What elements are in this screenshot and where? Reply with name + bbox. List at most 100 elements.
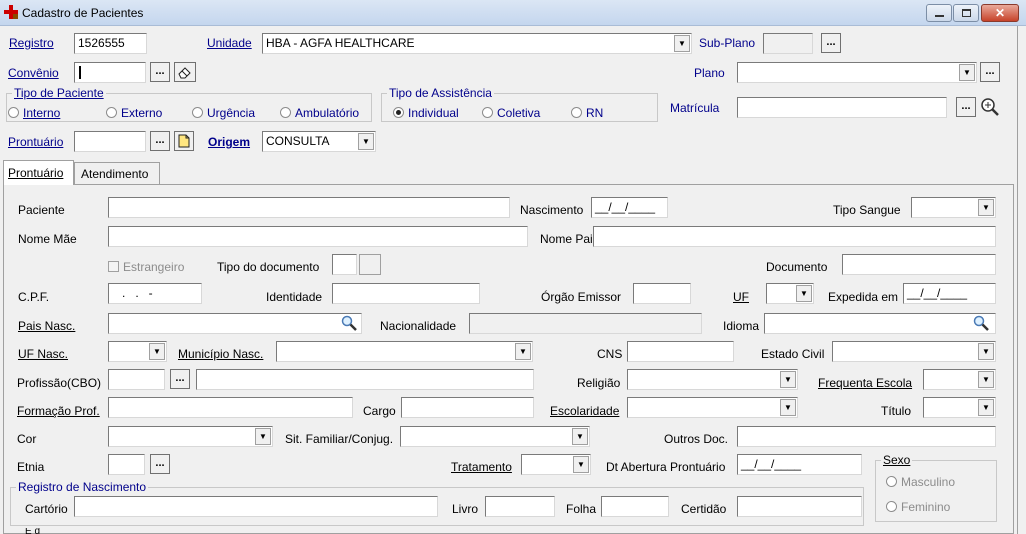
- radio-urgencia[interactable]: Urgência: [192, 106, 255, 120]
- plano-select[interactable]: ▼: [737, 62, 977, 83]
- nome-mae-field[interactable]: [108, 226, 528, 247]
- radio-ambulatorio[interactable]: Ambulatório: [280, 106, 359, 120]
- tipo-assistencia-group: Tipo de Assistência: [381, 87, 658, 122]
- estrangeiro-checkbox[interactable]: Estrangeiro: [108, 260, 184, 274]
- outros-doc-label: Outros Doc.: [664, 432, 729, 446]
- escolaridade-select[interactable]: ▼: [627, 397, 798, 418]
- etnia-field[interactable]: [108, 454, 145, 475]
- expedida-em-field[interactable]: __/__/____: [903, 283, 996, 304]
- tab-prontuario[interactable]: Prontuário: [3, 160, 74, 185]
- profissao-description-field[interactable]: [196, 369, 534, 390]
- radio-label: Urgência: [207, 106, 256, 120]
- chevron-down-icon[interactable]: ▼: [515, 343, 531, 360]
- chevron-down-icon[interactable]: ▼: [358, 133, 374, 150]
- radio-circle: [192, 107, 203, 118]
- radio-coletiva[interactable]: Coletiva: [482, 106, 540, 120]
- nome-pai-field[interactable]: [593, 226, 996, 247]
- new-document-icon: [178, 134, 190, 148]
- cns-field[interactable]: [627, 341, 734, 362]
- etnia-lookup-button[interactable]: ...: [150, 454, 170, 474]
- identidade-label: Identidade: [266, 290, 323, 304]
- app-icon: [4, 5, 18, 19]
- zoom-search-icon[interactable]: [980, 97, 1000, 117]
- titulo-select[interactable]: ▼: [923, 397, 996, 418]
- close-button[interactable]: ✕: [981, 4, 1019, 22]
- convenio-field[interactable]: [74, 62, 146, 83]
- matricula-field[interactable]: [737, 97, 947, 118]
- estado-civil-select[interactable]: ▼: [832, 341, 996, 362]
- folha-field[interactable]: [601, 496, 669, 517]
- chevron-down-icon[interactable]: ▼: [978, 399, 994, 416]
- prontuario-field[interactable]: [74, 131, 146, 152]
- chevron-down-icon[interactable]: ▼: [978, 199, 994, 216]
- search-icon[interactable]: [341, 315, 357, 331]
- subplano-lookup-button[interactable]: ...: [821, 33, 841, 53]
- documento-field[interactable]: [842, 254, 996, 275]
- cpf-field[interactable]: . . -: [108, 283, 202, 304]
- cartorio-field[interactable]: [74, 496, 438, 517]
- tipo-documento-field[interactable]: [332, 254, 357, 275]
- profissao-lookup-button[interactable]: ...: [170, 369, 190, 389]
- radio-individual[interactable]: Individual: [393, 106, 459, 120]
- uf-label: UF: [733, 290, 749, 304]
- chevron-down-icon[interactable]: ▼: [796, 285, 812, 302]
- maximize-button[interactable]: [953, 4, 979, 22]
- profissao-code-field[interactable]: [108, 369, 165, 390]
- uf-nasc-select[interactable]: ▼: [108, 341, 167, 362]
- identidade-field[interactable]: [332, 283, 480, 304]
- municipio-nasc-select[interactable]: ▼: [276, 341, 533, 362]
- eraser-button[interactable]: [174, 62, 196, 82]
- radio-masculino[interactable]: Masculino: [886, 475, 955, 489]
- registro-field[interactable]: 1526555: [74, 33, 147, 54]
- radio-interno[interactable]: Interno: [8, 106, 60, 120]
- chevron-down-icon[interactable]: ▼: [978, 343, 994, 360]
- chevron-down-icon[interactable]: ▼: [149, 343, 165, 360]
- chevron-down-icon[interactable]: ▼: [959, 64, 975, 81]
- nascimento-field[interactable]: __/__/____: [591, 197, 668, 218]
- cor-select[interactable]: ▼: [108, 426, 273, 447]
- uf-select[interactable]: ▼: [766, 283, 814, 304]
- new-document-button[interactable]: [174, 131, 194, 151]
- cargo-field[interactable]: [401, 397, 534, 418]
- radio-feminino[interactable]: Feminino: [886, 500, 950, 514]
- unidade-select[interactable]: HBA - AGFA HEALTHCARE▼: [262, 33, 692, 54]
- subplano-field[interactable]: [763, 33, 813, 54]
- certidao-field[interactable]: [737, 496, 862, 517]
- pais-nasc-field[interactable]: [108, 313, 362, 334]
- frequenta-escola-select[interactable]: ▼: [923, 369, 996, 390]
- chevron-down-icon[interactable]: ▼: [978, 371, 994, 388]
- subplano-label: Sub-Plano: [699, 36, 756, 50]
- dt-abertura-field[interactable]: __/__/____: [737, 454, 862, 475]
- chevron-down-icon[interactable]: ▼: [255, 428, 271, 445]
- sit-familiar-select[interactable]: ▼: [400, 426, 590, 447]
- livro-field[interactable]: [485, 496, 555, 517]
- tipo-documento-label: Tipo do documento: [217, 260, 320, 274]
- paciente-field[interactable]: [108, 197, 510, 218]
- outros-doc-field[interactable]: [737, 426, 996, 447]
- prontuario-lookup-button[interactable]: ...: [150, 131, 170, 151]
- chevron-down-icon[interactable]: ▼: [780, 399, 796, 416]
- nome-mae-label: Nome Mãe: [18, 232, 77, 246]
- search-icon[interactable]: [973, 315, 989, 331]
- origem-select[interactable]: CONSULTA▼: [262, 131, 376, 152]
- chevron-down-icon[interactable]: ▼: [573, 456, 589, 473]
- matricula-lookup-button[interactable]: ...: [956, 97, 976, 117]
- formacao-prof-field[interactable]: [108, 397, 353, 418]
- chevron-down-icon[interactable]: ▼: [572, 428, 588, 445]
- tipo-sangue-select[interactable]: ▼: [911, 197, 996, 218]
- minimize-button[interactable]: [926, 4, 952, 22]
- chevron-down-icon[interactable]: ▼: [674, 35, 690, 52]
- convenio-lookup-button[interactable]: ...: [150, 62, 170, 82]
- tipo-documento-button[interactable]: [359, 254, 381, 275]
- tratamento-select[interactable]: ▼: [521, 454, 591, 475]
- radio-externo[interactable]: Externo: [106, 106, 162, 120]
- radio-rn[interactable]: RN: [571, 106, 603, 120]
- chevron-down-icon[interactable]: ▼: [780, 371, 796, 388]
- tab-atendimento[interactable]: Atendimento: [74, 162, 160, 184]
- plano-lookup-button[interactable]: ...: [980, 62, 1000, 82]
- tipo-paciente-title: Tipo de Paciente: [12, 86, 106, 100]
- cargo-label: Cargo: [363, 404, 396, 418]
- orgao-emissor-field[interactable]: [633, 283, 691, 304]
- idioma-field[interactable]: [764, 313, 996, 334]
- religiao-select[interactable]: ▼: [627, 369, 798, 390]
